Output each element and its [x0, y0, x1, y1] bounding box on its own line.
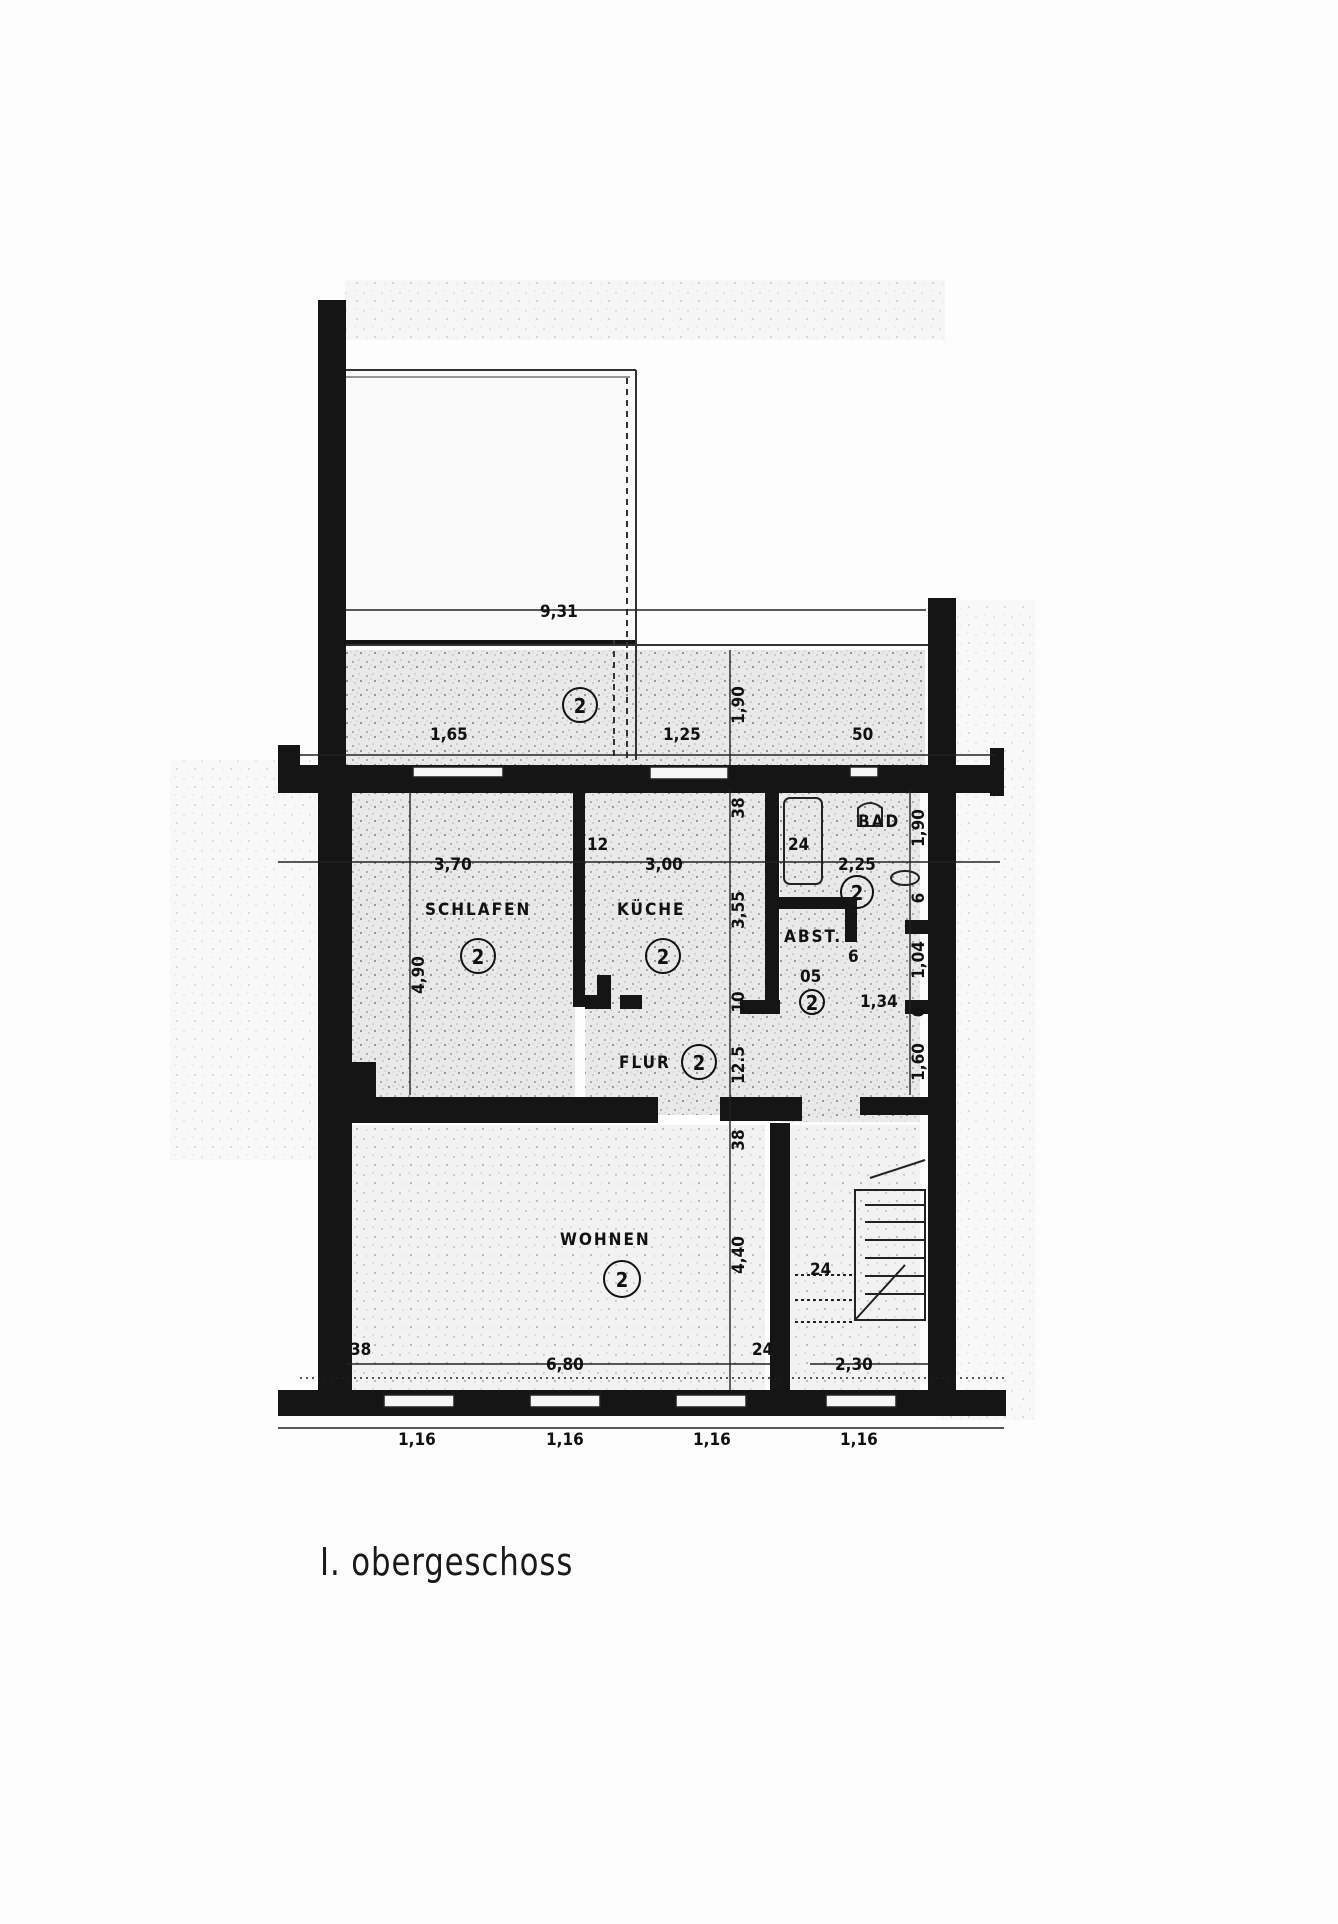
- wall-mid-c: [860, 1097, 928, 1115]
- window-bottom-4: [825, 1394, 897, 1408]
- dimension-lines: [278, 609, 1004, 1429]
- dim-wall-10: 10: [729, 991, 749, 1012]
- dim-schlafen-width: 3,70: [434, 855, 472, 875]
- room-num-abst: 2: [806, 991, 819, 1015]
- wall-top-tab-r: [990, 748, 1004, 796]
- dim-stair-24: 24: [810, 1260, 831, 1280]
- dim-wall-6a: 6: [848, 947, 859, 967]
- wohnen-fill: [345, 1125, 765, 1390]
- staircase: [795, 1159, 926, 1323]
- room-num-wohnen: 2: [616, 1268, 629, 1292]
- dim-wall-24-bad: 24: [788, 835, 809, 855]
- openings-top: [412, 766, 879, 780]
- wall-kueche-step-b: [597, 975, 611, 1005]
- floor-caption: I. obergeschoss: [320, 1540, 574, 1584]
- wall-bad-return: [740, 1000, 780, 1014]
- dim-abst-width: 1,34: [860, 992, 898, 1012]
- bathtub: [783, 797, 823, 885]
- circle-flur: [681, 1044, 717, 1080]
- dim-flur-12: 12.5: [729, 1046, 749, 1084]
- circle-kueche: [645, 938, 681, 974]
- dim-bad-width: 2,25: [838, 855, 876, 875]
- dim-kueche-width: 3,00: [645, 855, 683, 875]
- dim-bad-depth: 1,90: [909, 809, 929, 847]
- wall-abst-top: [779, 897, 857, 909]
- circle-bad: [840, 875, 874, 909]
- dim-wall-1-04: 1,04: [909, 941, 929, 979]
- wall-wohnen-stair: [770, 1123, 790, 1391]
- room-label-flur: FLUR: [619, 1053, 671, 1073]
- openings-bottom: [383, 1394, 897, 1408]
- room-label-bad: BAD: [858, 812, 900, 832]
- dim-wall-6c: 6: [909, 1007, 929, 1018]
- wall-left-lower: [330, 790, 352, 1390]
- toilet: [857, 802, 883, 827]
- room-label-schlafen: SCHLAFEN: [425, 900, 531, 920]
- dim-wall-38-left: 38: [350, 1340, 371, 1360]
- dim-wall-38-top: 38: [729, 797, 749, 818]
- door-balcony: [649, 766, 729, 780]
- dim-wall-24-right: 24: [752, 1340, 773, 1360]
- wall-bad-right-b: [905, 1000, 933, 1014]
- noise-top: [345, 280, 945, 340]
- room-label-wohnen: WOHNEN: [560, 1230, 651, 1250]
- wall-bad-right-a: [905, 920, 933, 934]
- dim-wall-38-mid: 38: [729, 1129, 749, 1150]
- room-num-kueche: 2: [657, 945, 670, 969]
- dim-flur-160: 1,60: [909, 1043, 929, 1081]
- room-num-schlafen: 2: [472, 945, 485, 969]
- dim-wall-6b: 6: [909, 893, 929, 904]
- dim-balcony-window-left: 1,65: [430, 725, 468, 745]
- dim-stair-width: 2,30: [835, 1355, 873, 1375]
- wall-kueche-bad: [765, 792, 779, 1014]
- circle-abst: [799, 989, 825, 1015]
- dim-window-4: 1,16: [840, 1430, 878, 1450]
- window-schlafen-top: [412, 766, 504, 778]
- dim-window-2: 1,16: [546, 1430, 584, 1450]
- dim-kueche-depth: 3,55: [729, 891, 749, 929]
- room-label-abst: ABST.: [784, 927, 842, 947]
- schlafen-fill: [345, 792, 575, 1097]
- window-bottom-1: [383, 1394, 455, 1408]
- wall-top: [278, 765, 998, 793]
- wall-top-tab: [278, 745, 300, 793]
- dim-abst-05: 05: [800, 967, 821, 987]
- dim-wohnen-width: 6,80: [546, 1355, 584, 1375]
- upper-loggia-fill: [345, 370, 635, 640]
- circle-wohnen: [603, 1260, 641, 1298]
- dim-wall-12: 12: [587, 835, 608, 855]
- dim-overall-width: 9,31: [540, 602, 578, 622]
- room-num-balkon: 2: [574, 694, 587, 718]
- window-bad-top: [849, 766, 879, 778]
- dim-window-1: 1,16: [398, 1430, 436, 1450]
- dim-schlafen-depth: 4,90: [409, 956, 429, 994]
- wall-kueche-step-c: [620, 995, 642, 1009]
- flur-fill: [585, 1000, 920, 1115]
- circle-schlafen: [460, 938, 496, 974]
- dim-balcony-depth: 1,90: [729, 686, 749, 724]
- wall-loggia-bottom: [346, 640, 636, 646]
- window-bottom-2: [529, 1394, 601, 1408]
- room-num-flur: 2: [693, 1051, 706, 1075]
- wall-stub-l: [352, 1062, 376, 1098]
- dim-wohnen-depth: 4,40: [729, 1236, 749, 1274]
- bath-fixtures: [783, 797, 920, 886]
- circle-balkon: [562, 687, 598, 723]
- wall-mid-a: [352, 1097, 658, 1123]
- dim-bad-window: 50: [852, 725, 873, 745]
- dim-window-3: 1,16: [693, 1430, 731, 1450]
- stair-stringer: [854, 1189, 926, 1321]
- wall-schlafen-kueche: [573, 792, 585, 1007]
- noise-left: [170, 760, 320, 1160]
- dim-balcony-door: 1,25: [663, 725, 701, 745]
- room-num-bad: 2: [851, 881, 864, 905]
- wall-mid-b: [720, 1097, 802, 1121]
- loggia-outline: [346, 369, 928, 760]
- window-bottom-3: [675, 1394, 747, 1408]
- room-number-circles: [460, 687, 874, 1298]
- room-label-kueche: KÜCHE: [617, 898, 685, 920]
- washbasin: [890, 870, 920, 886]
